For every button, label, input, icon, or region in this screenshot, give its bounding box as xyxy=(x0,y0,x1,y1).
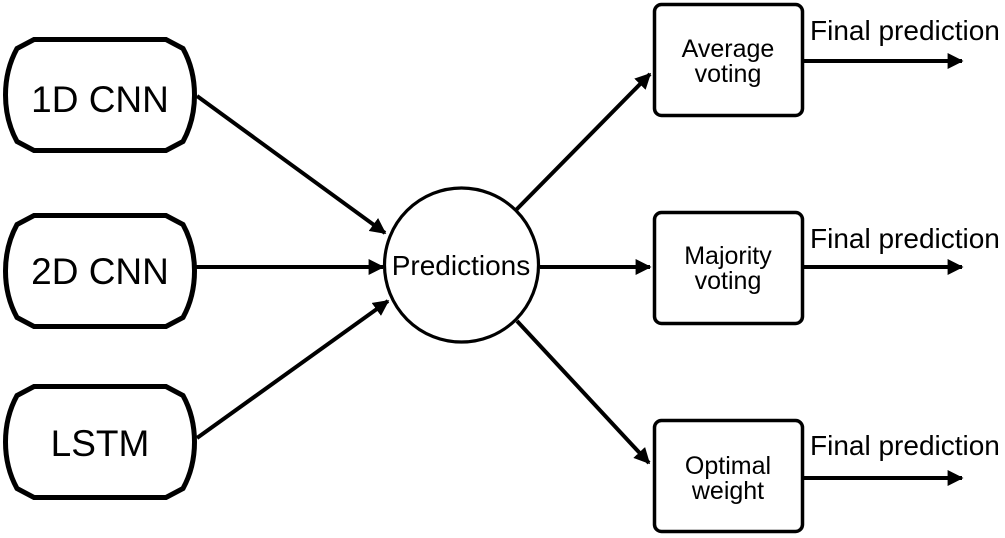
predictions-hub-label: Predictions xyxy=(392,250,531,281)
arrow-lstm-to-predictions xyxy=(195,299,390,440)
input-node-lstm: LSTM xyxy=(6,387,195,498)
method-box-outline xyxy=(652,210,805,326)
method-average-line2: voting xyxy=(695,60,762,88)
method-optimal-line2: weight xyxy=(691,477,764,505)
final-prediction-label-top: Final prediction xyxy=(810,15,1000,46)
method-majority-line1: Majority xyxy=(684,242,772,270)
final-prediction-label-bottom: Final prediction xyxy=(810,430,1000,461)
arrow-predictions-to-optimal-weight xyxy=(515,319,651,465)
method-box-outline xyxy=(652,418,805,534)
method-optimal-line1: Optimal xyxy=(685,452,771,480)
input-node-1d-cnn: 1D CNN xyxy=(6,40,195,151)
method-box-optimal-weight: Optimal weight xyxy=(652,418,805,534)
final-prediction-label-middle: Final prediction xyxy=(810,223,1000,254)
input-node-2d-cnn: 2D CNN xyxy=(6,216,195,327)
input-node-2d-cnn-label: 2D CNN xyxy=(31,251,169,292)
method-average-line1: Average xyxy=(682,35,775,63)
arrow-predictions-to-average-voting xyxy=(514,72,652,212)
method-box-majority-voting: Majority voting xyxy=(652,210,805,326)
method-box-outline xyxy=(652,2,805,118)
method-majority-line2: voting xyxy=(695,267,762,295)
method-box-average-voting: Average voting xyxy=(652,2,805,118)
input-node-lstm-label: LSTM xyxy=(51,423,150,464)
arrow-1d-cnn-to-predictions xyxy=(195,94,387,235)
input-node-1d-cnn-label: 1D CNN xyxy=(31,79,169,120)
predictions-hub: Predictions xyxy=(382,186,541,344)
